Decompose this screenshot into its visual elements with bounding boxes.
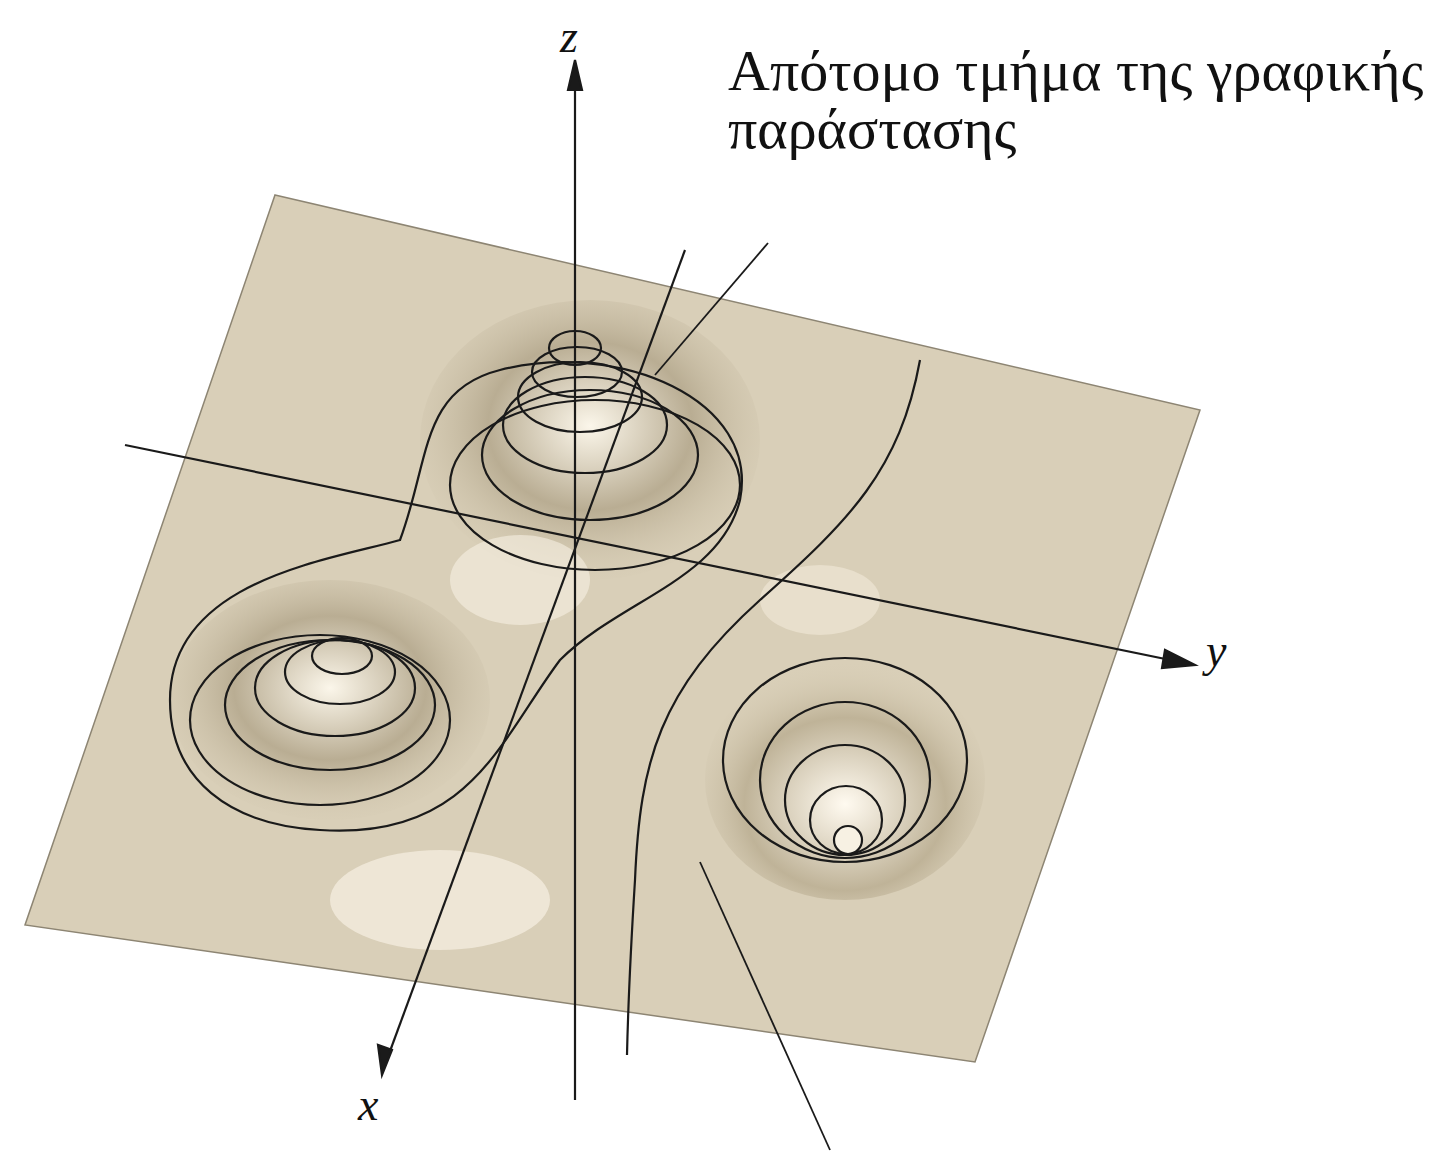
contour-lines <box>170 331 967 1055</box>
surface-plane <box>25 195 1200 1062</box>
axis-label: y <box>1206 628 1226 674</box>
leader-lines <box>655 243 830 1150</box>
axis-label: z <box>560 14 578 60</box>
axes <box>125 60 1195 1100</box>
callout-label: Απότομο τμήμα της γραφικής παράστασης <box>728 42 1448 158</box>
axis-label: x <box>358 1082 378 1128</box>
